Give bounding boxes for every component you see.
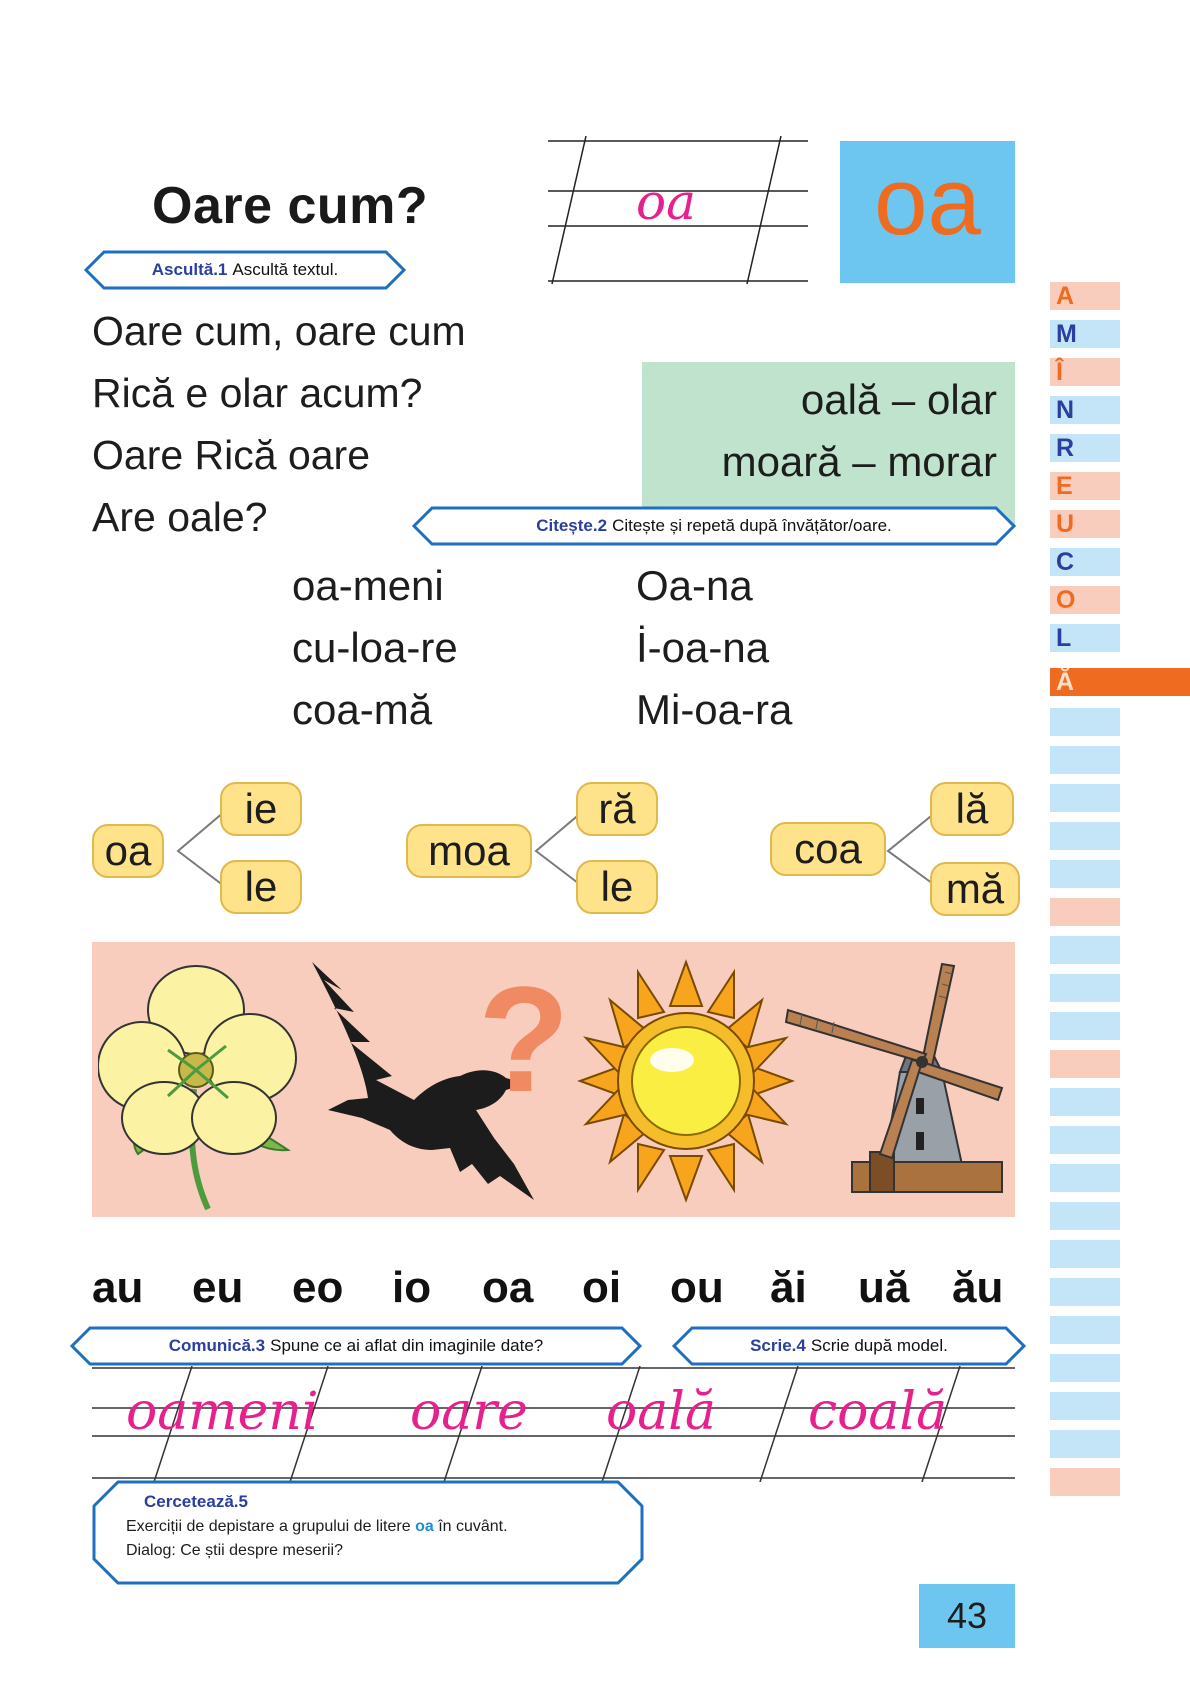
cursive-writing-guide: oa bbox=[548, 136, 808, 285]
sidebar-cell bbox=[1050, 974, 1120, 1002]
sun-icon bbox=[577, 959, 795, 1203]
syllable-word: oa-meni bbox=[292, 562, 444, 609]
sidebar-cell bbox=[1050, 1354, 1120, 1382]
sidebar-cell bbox=[1050, 898, 1120, 926]
diphthong: ău bbox=[952, 1263, 1004, 1312]
bird-icon bbox=[312, 962, 534, 1200]
syllable-branch: lă bbox=[930, 782, 1014, 836]
sidebar-letter: E bbox=[1050, 472, 1120, 500]
sidebar-cell bbox=[1050, 1430, 1120, 1458]
syllable-branch: ie bbox=[220, 782, 302, 836]
sidebar-cell bbox=[1050, 708, 1120, 736]
sidebar-cell bbox=[1050, 1202, 1120, 1230]
syllable-branch: mă bbox=[930, 862, 1020, 916]
word-pairs-box: oală – olar moară – morar bbox=[642, 362, 1015, 526]
print-letter-box: oa bbox=[840, 141, 1015, 283]
sidebar-cell bbox=[1050, 936, 1120, 964]
syllable-root: moa bbox=[406, 824, 532, 878]
syllable-root: oa bbox=[92, 824, 164, 878]
diphthong: ăi bbox=[770, 1263, 807, 1312]
diphthong: eu bbox=[192, 1263, 244, 1312]
sidebar-letter: L bbox=[1050, 624, 1120, 652]
cursive-word: oală bbox=[606, 1382, 716, 1442]
sidebar-cell bbox=[1050, 1126, 1120, 1154]
research-line-2: Dialog: Ce știi despre meserii? bbox=[126, 1542, 343, 1559]
sidebar-cell bbox=[1050, 746, 1120, 774]
sidebar-letter: R bbox=[1050, 434, 1120, 462]
sidebar-letter: A bbox=[1050, 282, 1120, 310]
syllable-name: Oa-na bbox=[636, 562, 753, 609]
diphthong: ou bbox=[670, 1263, 724, 1312]
syllable-branch: le bbox=[576, 860, 658, 914]
sidebar-letter-current: Ă bbox=[1050, 668, 1190, 696]
sidebar-cell bbox=[1050, 822, 1120, 850]
diphthong: au bbox=[92, 1263, 144, 1312]
syllable-branch: le bbox=[220, 860, 302, 914]
research-line-1: Exerciții de depistare a grupului de lit… bbox=[126, 1518, 508, 1535]
sidebar-letter: O bbox=[1050, 586, 1120, 614]
diphthong: uă bbox=[858, 1263, 910, 1312]
sidebar-cell bbox=[1050, 860, 1120, 888]
syllable-name: İ-oa-na bbox=[636, 624, 770, 671]
sidebar-cell bbox=[1050, 784, 1120, 812]
sidebar-cell bbox=[1050, 1050, 1120, 1078]
sidebar-letter: Î bbox=[1050, 358, 1120, 386]
poem-line-3: Oare Rică oare bbox=[92, 432, 371, 478]
sidebar-cell bbox=[1050, 1012, 1120, 1040]
flower-icon bbox=[98, 965, 297, 1211]
sidebar-cell bbox=[1050, 1392, 1120, 1420]
poem-line-1: Oare cum, oare cum bbox=[92, 308, 466, 354]
question-mark-icon: ? bbox=[478, 955, 570, 1123]
sidebar-letter: U bbox=[1050, 510, 1120, 538]
page-title: Oare cum? bbox=[152, 177, 429, 235]
windmill-icon bbox=[784, 962, 1004, 1193]
sidebar-cell bbox=[1050, 1278, 1120, 1306]
sidebar-letter: M bbox=[1050, 320, 1120, 348]
poem-line-4: Are oale? bbox=[92, 494, 268, 540]
syllable-word: cu-loa-re bbox=[292, 624, 458, 671]
poem-line-2: Rică e olar acum? bbox=[92, 370, 423, 416]
research-box: Cercetează.5 Exerciții de depistare a gr… bbox=[92, 1480, 644, 1585]
sidebar-letter: N bbox=[1050, 396, 1120, 424]
syllable-name: Mi-oa-ra bbox=[636, 686, 793, 733]
sidebar-cell bbox=[1050, 1468, 1120, 1496]
cursive-oa: oa bbox=[636, 173, 696, 231]
picture-band: ? bbox=[92, 942, 1015, 1217]
sidebar-cell bbox=[1050, 1088, 1120, 1116]
sidebar-cell bbox=[1050, 1164, 1120, 1192]
cursive-word: oare bbox=[410, 1382, 528, 1442]
word-pair-1: oală – olar bbox=[800, 376, 997, 423]
sidebar-cell bbox=[1050, 1240, 1120, 1268]
diphthong: oa bbox=[482, 1263, 534, 1312]
syllable-branch: ră bbox=[576, 782, 658, 836]
sidebar-letter: C bbox=[1050, 548, 1120, 576]
diphthong: eo bbox=[292, 1263, 344, 1312]
cursive-word: oameni bbox=[126, 1382, 319, 1442]
research-title: Cercetează.5 bbox=[144, 1492, 248, 1511]
page-number: 43 bbox=[919, 1584, 1015, 1648]
print-oa: oa bbox=[874, 148, 981, 255]
diphthong: oi bbox=[582, 1263, 622, 1312]
cursive-word: coală bbox=[808, 1382, 948, 1442]
diphthong: io bbox=[392, 1263, 432, 1312]
cursive-writing-lines bbox=[92, 1366, 1015, 1482]
word-pair-2: moară – morar bbox=[721, 438, 997, 485]
sidebar-cell bbox=[1050, 1316, 1120, 1344]
syllable-root: coa bbox=[770, 822, 886, 876]
syllable-word: coa-mă bbox=[292, 686, 433, 733]
